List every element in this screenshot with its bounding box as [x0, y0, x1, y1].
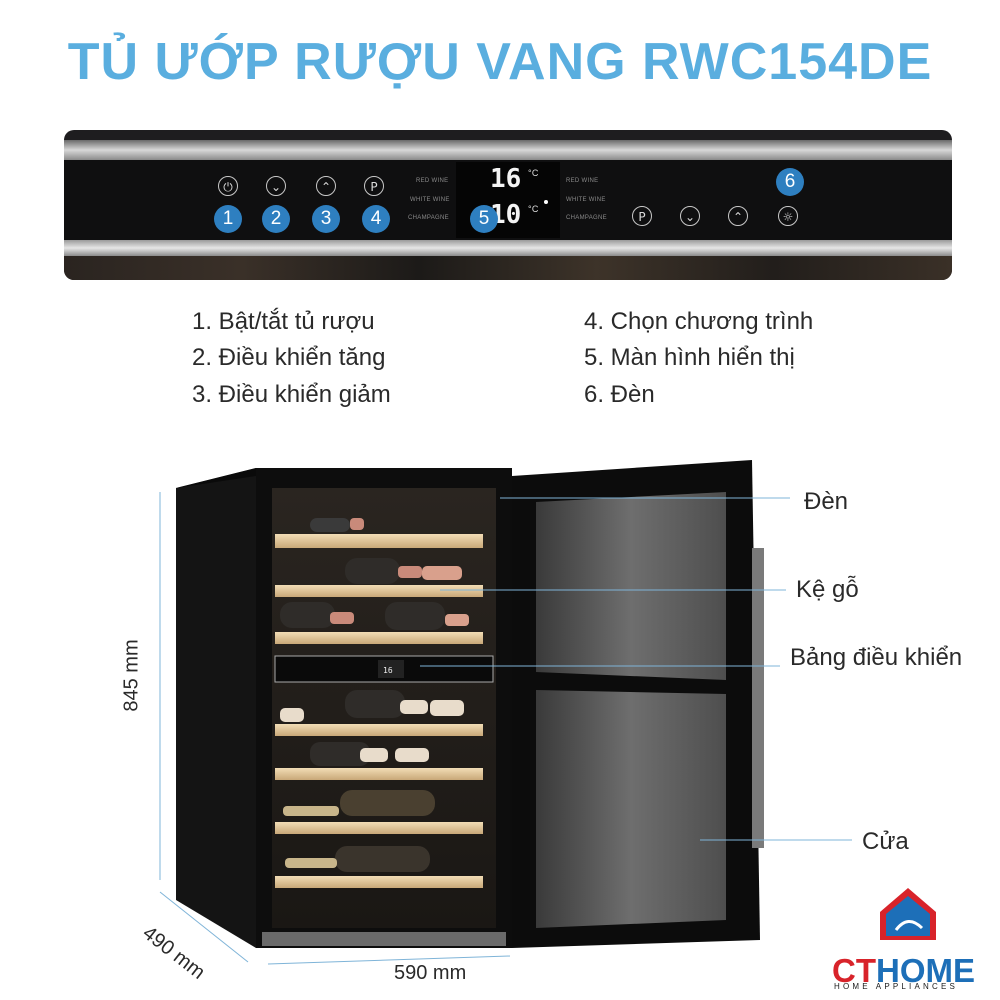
chevron-up-icon[interactable]: ⌃	[316, 176, 336, 196]
light-bulb-icon[interactable]: ☼	[778, 206, 798, 226]
cabinet-base	[262, 932, 506, 946]
badge-4: 4	[362, 205, 390, 233]
dimension-height: 845 mm	[120, 639, 143, 712]
program-icon[interactable]: P	[364, 176, 384, 196]
power-icon[interactable]: ⏻	[218, 176, 238, 196]
callout-light: Đèn	[804, 488, 849, 515]
zone-label: RED WINE	[416, 178, 449, 184]
badge-5: 5	[470, 205, 498, 233]
legend-item-6: 6. Đèn	[584, 381, 655, 408]
temp-unit: °C	[528, 204, 539, 214]
shelf	[275, 846, 483, 888]
chevron-up-icon[interactable]: ⌃	[728, 206, 748, 226]
legend-item-3: 3. Điều khiển giảm	[192, 381, 391, 408]
badge-1: 1	[214, 205, 242, 233]
cabinet-side	[176, 468, 256, 948]
chevron-down-icon[interactable]: ⌄	[266, 176, 286, 196]
zone-label: WHITE WINE	[410, 197, 450, 203]
door-handle	[752, 548, 764, 848]
indicator-dot	[544, 200, 548, 204]
legend-item-2: 2. Điều khiển tăng	[192, 344, 386, 371]
zone-label: CHAMPAGNE	[408, 215, 449, 221]
chrome-trim-bottom	[64, 240, 952, 256]
callout-door: Cửa	[862, 828, 909, 855]
page-title: TỦ ƯỚP RƯỢU VANG RWC154DE	[67, 33, 933, 91]
cthome-logo: CTHOME	[832, 952, 975, 990]
legend-item-5: 5. Màn hình hiển thị	[584, 344, 795, 371]
legend-item-1: 1. Bật/tắt tủ rượu	[192, 308, 375, 335]
zone-label: RED WINE	[566, 178, 599, 184]
shelf	[275, 558, 483, 597]
callout-control-panel: Bảng điều khiển	[790, 644, 963, 671]
shelf	[275, 790, 483, 834]
legend-item-4: 4. Chọn chương trình	[584, 308, 814, 335]
program-icon[interactable]: P	[632, 206, 652, 226]
shelf	[275, 602, 483, 644]
badge-3: 3	[312, 205, 340, 233]
zone-label: WHITE WINE	[566, 197, 606, 203]
temp-unit: °C	[528, 168, 539, 178]
shelf	[275, 518, 483, 548]
logo-ct: CT	[832, 952, 876, 989]
control-panel-closeup: ⏻ ⌄ ⌃ P 1 2 3 4 RED WINE WHITE WINE CHAM…	[64, 130, 952, 280]
logo-home: HOME	[876, 952, 975, 989]
shelf	[275, 690, 483, 736]
temp-top: 16	[490, 164, 522, 194]
shelf	[275, 742, 483, 780]
svg-text:16: 16	[383, 666, 393, 675]
badge-2: 2	[262, 205, 290, 233]
logo-tagline: HOME APPLIANCES	[834, 982, 959, 991]
door-glass-lower	[536, 690, 726, 928]
chrome-trim-top	[64, 140, 952, 160]
chevron-down-icon[interactable]: ⌄	[680, 206, 700, 226]
badge-6: 6	[776, 168, 804, 196]
door-glass-upper	[536, 492, 726, 680]
cthome-logo-icon	[880, 888, 936, 940]
zone-label: CHAMPAGNE	[566, 215, 607, 221]
bottle-tops-strip	[64, 256, 952, 280]
dimension-width: 590 mm	[394, 962, 467, 984]
callout-shelf: Kệ gỗ	[796, 576, 859, 603]
